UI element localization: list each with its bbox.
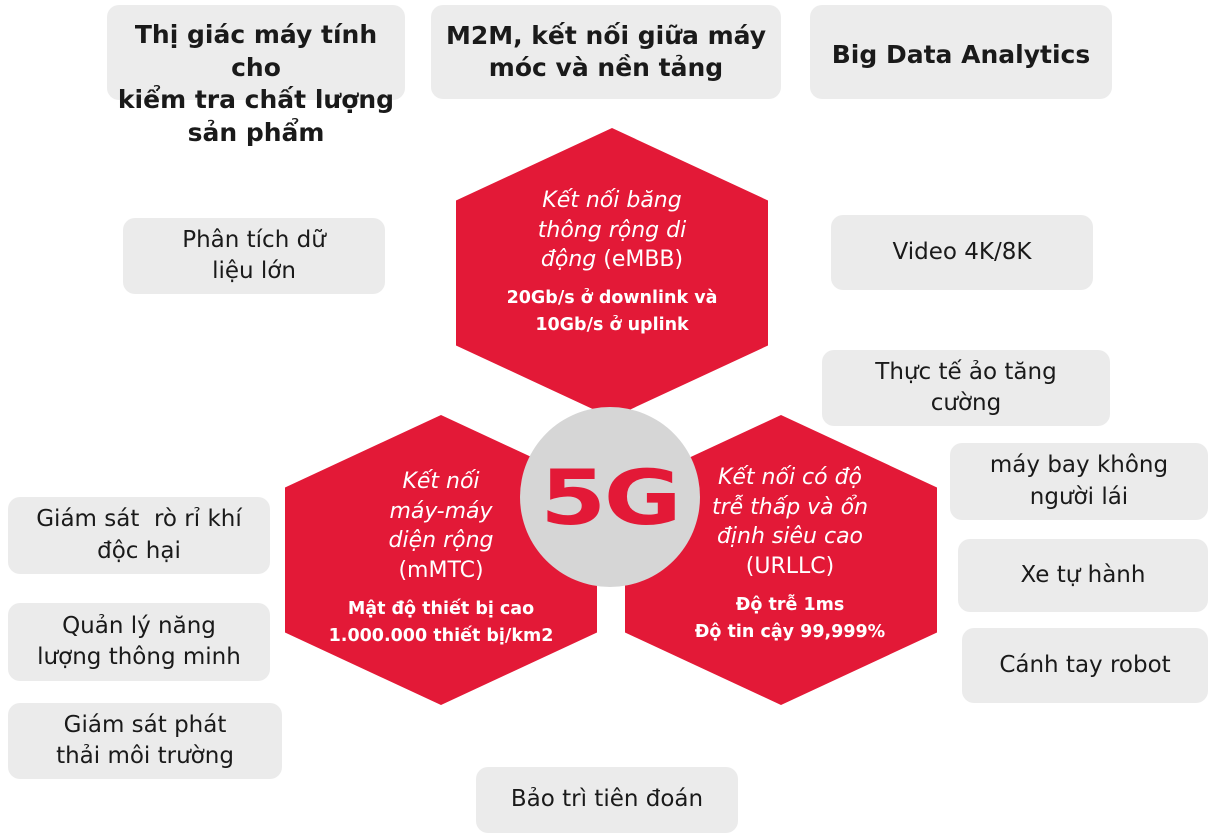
urllc-label: Kết nối có độ trễ thấp và ổn định siêu c…: [660, 463, 920, 646]
box-line: Giám sát phát: [63, 711, 227, 738]
box-line: Thực tế ảo tăng: [875, 358, 1057, 385]
box-line: kiểm tra chất lượng: [117, 85, 395, 114]
mmtc-desc-line: Mật độ thiết bị cao: [347, 598, 535, 619]
urllc-desc-line: Độ trễ 1ms: [735, 594, 845, 615]
mmtc-code: (mMTC): [398, 558, 484, 584]
box-m2m: M2M, kết nối giữa máy móc và nền tảng: [431, 5, 781, 99]
box-line: Phân tích dữ: [182, 226, 326, 253]
mmtc-title-line: Kết nối: [402, 469, 480, 494]
box-line: móc và nền tảng: [488, 53, 724, 82]
box-line: Quản lý năng: [62, 612, 216, 639]
box-video-4k-8k: Video 4K/8K: [831, 215, 1093, 290]
mmtc-desc-line: 1.000.000 thiết bị/km2: [328, 625, 554, 646]
box-line: độc hại: [97, 537, 181, 564]
box-self-driving-car: Xe tự hành: [958, 539, 1208, 612]
box-line: Bảo trì tiên đoán: [510, 786, 704, 813]
5g-logo: 5G: [540, 452, 682, 542]
box-line: cường: [930, 390, 1002, 416]
box-emission-monitoring: Giám sát phát thải môi trường: [8, 703, 282, 779]
urllc-desc-line: Độ tin cậy 99,999%: [694, 621, 886, 642]
box-robot-arm: Cánh tay robot: [962, 628, 1208, 703]
embb-title-line: Kết nối băng: [542, 188, 682, 213]
box-line: liệu lớn: [212, 258, 296, 284]
urllc-code: (URLLC): [745, 554, 835, 580]
mmtc-title-line: máy-máy: [389, 498, 493, 524]
box-line: Giám sát rò rỉ khí: [36, 506, 242, 533]
box-smart-energy: Quản lý năng lượng thông minh: [8, 603, 270, 681]
embb-title-line: động: [540, 247, 597, 273]
box-data-analysis: Phân tích dữ liệu lớn: [123, 218, 385, 294]
embb-title-line: thông rộng di: [537, 217, 687, 243]
box-line: Thị giác máy tính cho: [134, 20, 378, 82]
mmtc-label: Kết nối máy-máy diện rộng (mMTC) Mật độ …: [300, 467, 582, 650]
box-line: người lái: [1029, 483, 1129, 510]
box-line: thải môi trường: [56, 743, 234, 769]
box-line: lượng thông minh: [37, 644, 241, 670]
urllc-title-line: Kết nối có độ: [717, 465, 863, 490]
embb-desc-line: 10Gb/s ở uplink: [535, 315, 689, 336]
box-drone: máy bay không người lái: [950, 443, 1208, 520]
box-big-data-analytics: Big Data Analytics: [810, 5, 1112, 99]
box-line: Video 4K/8K: [892, 238, 1032, 265]
box-computer-vision: Thị giác máy tính cho kiểm tra chất lượn…: [107, 5, 405, 147]
box-toxic-gas-monitoring: Giám sát rò rỉ khí độc hại: [8, 497, 270, 574]
center-circle: 5G: [520, 407, 700, 587]
box-augmented-reality: Thực tế ảo tăng cường: [822, 350, 1110, 426]
box-line: Big Data Analytics: [831, 40, 1091, 69]
box-line: Cánh tay robot: [999, 651, 1171, 678]
box-line: sản phẩm: [187, 117, 325, 147]
embb-desc-line: 20Gb/s ở downlink và: [506, 288, 718, 309]
mmtc-title-line: diện rộng: [388, 528, 494, 554]
urllc-title-line: trễ thấp và ổn: [711, 494, 869, 520]
embb-code: (eMBB): [603, 247, 684, 273]
embb-label: Kết nối băng thông rộng di động (eMBB) 2…: [466, 186, 758, 339]
box-line: Xe tự hành: [1020, 561, 1146, 588]
box-predictive-maintenance: Bảo trì tiên đoán: [476, 767, 738, 833]
urllc-title-line: định siêu cao: [716, 524, 864, 550]
box-line: M2M, kết nối giữa máy: [445, 20, 767, 50]
box-line: máy bay không: [989, 452, 1169, 479]
